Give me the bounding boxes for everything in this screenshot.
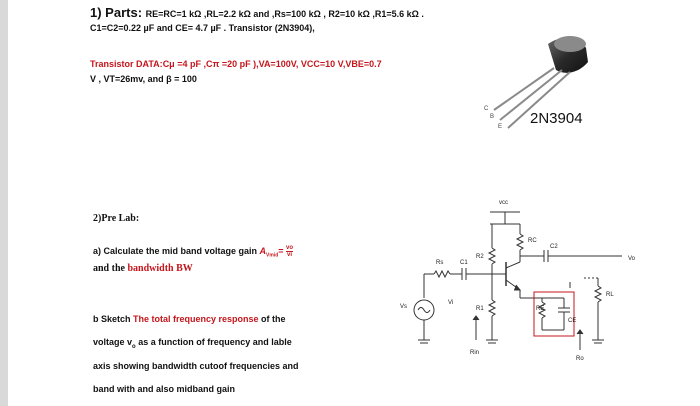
re-resistor bbox=[537, 301, 547, 319]
label-rs: Rs bbox=[436, 260, 443, 266]
gain-numerator: vo bbox=[286, 245, 294, 252]
parts-values-2: C1=C2=0.22 µF and CE= 4.7 µF . Transisto… bbox=[90, 23, 315, 33]
label-ce: CE bbox=[568, 318, 576, 324]
label-r2: R2 bbox=[476, 254, 484, 260]
gain-symbol: A bbox=[259, 245, 267, 256]
parts-line-1: 1) Parts: RE=RC=1 kΩ ,RL=2.2 kΩ and ,Rs=… bbox=[90, 5, 424, 20]
voltage-subscript: o bbox=[132, 343, 136, 350]
label-vs: Vs bbox=[400, 304, 407, 310]
label-c1: C1 bbox=[460, 260, 468, 266]
part-number-label: 2N3904 bbox=[530, 110, 583, 127]
parts-values-1: RE=RC=1 kΩ ,RL=2.2 kΩ and ,Rs=100 kΩ , R… bbox=[145, 9, 424, 19]
prelab-title: 2)Pre Lab: bbox=[93, 213, 140, 224]
gain-denominator: vi bbox=[287, 252, 293, 258]
rl-resistor bbox=[593, 285, 603, 303]
transistor-data-line-1: Transistor DATA:Cμ =4 pF ,Cπ =20 pF ),VA… bbox=[90, 59, 382, 69]
total-frequency-response-text: The total frequency response bbox=[133, 314, 259, 324]
amplifier-circuit-diagram: vcc RC C2 Vo Rs C1 R2 Vs Vi R1 RE CE RL … bbox=[400, 200, 636, 362]
pin-label-e: E bbox=[498, 124, 502, 130]
question-b-line-4: band with and also midband gain bbox=[93, 384, 236, 394]
label-rc: RC bbox=[528, 238, 537, 244]
gain-fraction: vo vi bbox=[286, 245, 294, 258]
label-r1: R1 bbox=[476, 306, 484, 312]
pin-label-c: C bbox=[484, 106, 489, 112]
question-b-line-3: axis showing bandwidth cutoof frequencie… bbox=[93, 361, 299, 371]
question-a-text: a) Calculate the mid band voltage gain bbox=[93, 245, 260, 256]
question-a-line-2: and the bandwidth BW bbox=[93, 263, 193, 274]
question-a-line-1: a) Calculate the mid band voltage gain A… bbox=[93, 245, 294, 259]
question-a-line-2-prefix: and the bbox=[93, 263, 128, 274]
left-edge-shadow bbox=[0, 0, 8, 406]
transistor-image: C B E bbox=[484, 36, 588, 130]
transistor-data-label: Transistor DATA: bbox=[90, 59, 163, 69]
question-b-prefix: b Sketch bbox=[93, 314, 134, 324]
re-ce-highlight bbox=[533, 291, 575, 337]
transistor-data-values-2: V , VT=26mv, and β = 100 bbox=[90, 74, 197, 84]
label-rl: RL bbox=[606, 292, 614, 298]
question-b-line-1: b Sketch The total frequency response of… bbox=[93, 314, 286, 324]
transistor-data-values-1: Cμ =4 pF ,Cπ =20 pF ),VA=100V, VCC=10 V,… bbox=[162, 59, 382, 69]
gain-subscript: Vmid bbox=[266, 252, 279, 259]
parts-title: 1) Parts: bbox=[90, 5, 146, 20]
question-b-line-2: voltage vo as a function of frequency an… bbox=[93, 337, 292, 350]
label-c2: C2 bbox=[550, 244, 558, 250]
label-ro: Ro bbox=[576, 356, 584, 362]
voltage-rest: as a function of frequency and lable bbox=[135, 337, 292, 347]
rc-resistor bbox=[515, 233, 525, 251]
rs-resistor bbox=[433, 269, 451, 279]
bandwidth-text: bandwidth BW bbox=[127, 263, 193, 274]
label-rin: Rin bbox=[470, 350, 479, 356]
label-re: RE bbox=[536, 306, 544, 312]
r2-resistor bbox=[487, 247, 497, 265]
label-vi: Vi bbox=[448, 300, 453, 306]
pin-label-b: B bbox=[490, 114, 494, 120]
r1-resistor bbox=[487, 299, 497, 317]
label-vo: Vo bbox=[628, 256, 636, 262]
gain-equals: = bbox=[278, 245, 284, 256]
question-b-suffix: of the bbox=[258, 314, 286, 324]
label-vcc: vcc bbox=[499, 200, 508, 206]
voltage-text: voltage v bbox=[93, 337, 133, 347]
